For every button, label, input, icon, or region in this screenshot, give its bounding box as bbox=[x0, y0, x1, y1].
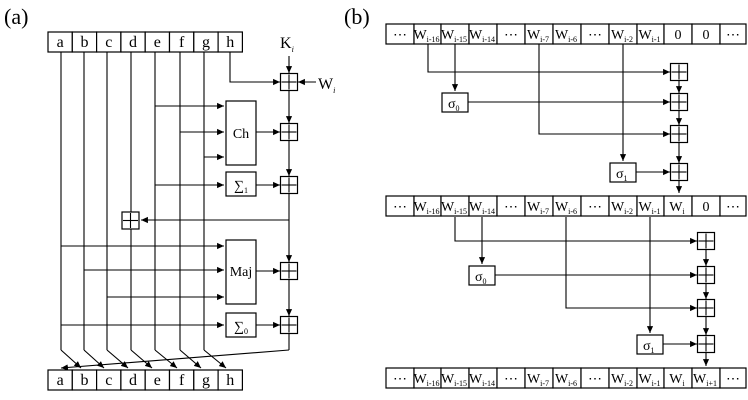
shift-d bbox=[106, 349, 129, 369]
row3-label-0: ⋯ bbox=[393, 372, 407, 387]
s1-w16-wire bbox=[427, 44, 670, 76]
row1-cell-12 bbox=[719, 23, 747, 45]
shift-f bbox=[154, 349, 178, 369]
top-reg-label-b: b bbox=[80, 34, 88, 51]
bottom-reg-label-c: c bbox=[105, 372, 112, 389]
s1-sigma0-label: σ0 bbox=[448, 97, 460, 113]
s1-w7-wire bbox=[538, 44, 670, 138]
ch-label: Ch bbox=[233, 127, 249, 142]
row2-label-3: Wi-14 bbox=[469, 200, 495, 216]
w-input-label: Wi bbox=[318, 76, 335, 95]
row2-cell-12 bbox=[719, 195, 747, 217]
row3-label-5: Wi-7 bbox=[527, 372, 549, 388]
row1-label-6: Wi-6 bbox=[555, 28, 577, 44]
row3-label-6: Wi-6 bbox=[555, 372, 577, 388]
sigma0-label: ∑0 bbox=[234, 320, 248, 336]
row3-label-1: Wi-16 bbox=[413, 372, 439, 388]
row1-label-3: Wi-14 bbox=[469, 28, 495, 44]
row3-label-10: Wi bbox=[669, 372, 685, 388]
panel-b-adders bbox=[669, 62, 716, 354]
row2-label-5: Wi-7 bbox=[527, 200, 549, 216]
bottom-reg-cell-h bbox=[217, 369, 244, 391]
s2-sigma0-label: σ0 bbox=[475, 270, 487, 286]
top-reg-label-e: e bbox=[154, 34, 161, 51]
shift-h bbox=[203, 349, 227, 369]
row1-label-2: Wi-15 bbox=[441, 28, 467, 44]
sigma1-box bbox=[225, 171, 257, 197]
row3-label-12: ⋯ bbox=[726, 372, 740, 387]
row3-label-7: ⋯ bbox=[588, 372, 602, 387]
bottom-reg-label-e: e bbox=[154, 372, 161, 389]
bottom-reg-label-b: b bbox=[80, 372, 88, 389]
row2-label-10: Wi bbox=[669, 200, 685, 216]
row1-label-4: ⋯ bbox=[504, 28, 518, 43]
row2-label-6: Wi-6 bbox=[555, 200, 577, 216]
row1-label-10: 0 bbox=[675, 28, 682, 43]
shift-c bbox=[83, 349, 105, 369]
row1-label-11: 0 bbox=[703, 28, 710, 43]
sigma1-label: ∑1 bbox=[234, 179, 248, 195]
row1-label-1: Wi-16 bbox=[413, 28, 439, 44]
row3-label-4: ⋯ bbox=[504, 372, 518, 387]
row2-label-7: ⋯ bbox=[588, 200, 602, 215]
row3-label-9: Wi-1 bbox=[638, 372, 660, 388]
wire-h bbox=[229, 52, 280, 86]
s1-sigma1-label: σ1 bbox=[616, 167, 628, 183]
bottom-reg-label-g: g bbox=[202, 372, 210, 389]
shift-e bbox=[130, 349, 153, 369]
top-reg-label-d: d bbox=[129, 34, 137, 51]
row3-label-3: Wi-14 bbox=[469, 372, 495, 388]
panel-a-adders bbox=[279, 72, 299, 335]
row2-label-11: 0 bbox=[703, 200, 710, 215]
ch-box bbox=[225, 100, 257, 166]
maj-box bbox=[225, 239, 257, 305]
row1-label-5: Wi-7 bbox=[527, 28, 549, 44]
top-reg-label-c: c bbox=[105, 34, 112, 51]
panel-a-label: (a) bbox=[4, 4, 28, 29]
row2-label-9: Wi-1 bbox=[638, 200, 660, 216]
row3-cell-12 bbox=[719, 367, 747, 389]
top-reg-label-f: f bbox=[179, 34, 185, 51]
top-reg-label-h: h bbox=[226, 34, 234, 51]
s2-sigma1-label: σ1 bbox=[643, 339, 655, 355]
panel-b-label: (b) bbox=[344, 4, 370, 29]
top-reg-label-g: g bbox=[202, 34, 210, 51]
s2-w6-wire bbox=[565, 217, 697, 312]
top-reg-label-a: a bbox=[57, 34, 64, 51]
row2-label-0: ⋯ bbox=[393, 200, 407, 215]
maj-label: Maj bbox=[230, 265, 253, 280]
new-a-wire bbox=[60, 349, 290, 371]
bottom-reg-label-h: h bbox=[226, 372, 234, 389]
s2-w15-wire bbox=[454, 217, 697, 245]
shift-b bbox=[60, 349, 82, 369]
row2-label-2: Wi-15 bbox=[441, 200, 467, 216]
bottom-reg-label-a: a bbox=[57, 372, 64, 389]
row2-label-8: Wi-2 bbox=[611, 200, 633, 216]
row3-label-11: Wi+1 bbox=[693, 372, 717, 388]
bottom-reg-label-d: d bbox=[129, 372, 137, 389]
row2-label-1: Wi-16 bbox=[413, 200, 439, 216]
row1-label-12: ⋯ bbox=[726, 28, 740, 43]
row1-label-7: ⋯ bbox=[588, 28, 602, 43]
row1-label-0: ⋯ bbox=[393, 28, 407, 43]
row3-label-8: Wi-2 bbox=[611, 372, 633, 388]
shift-g bbox=[179, 349, 202, 369]
row1-label-9: Wi-1 bbox=[638, 28, 660, 44]
row2-label-4: ⋯ bbox=[504, 200, 518, 215]
k-input-label: Ki bbox=[280, 35, 294, 54]
row1-label-8: Wi-2 bbox=[611, 28, 633, 44]
row2-label-12: ⋯ bbox=[726, 200, 740, 215]
row3-label-2: Wi-15 bbox=[441, 372, 467, 388]
bottom-reg-label-f: f bbox=[179, 372, 185, 389]
